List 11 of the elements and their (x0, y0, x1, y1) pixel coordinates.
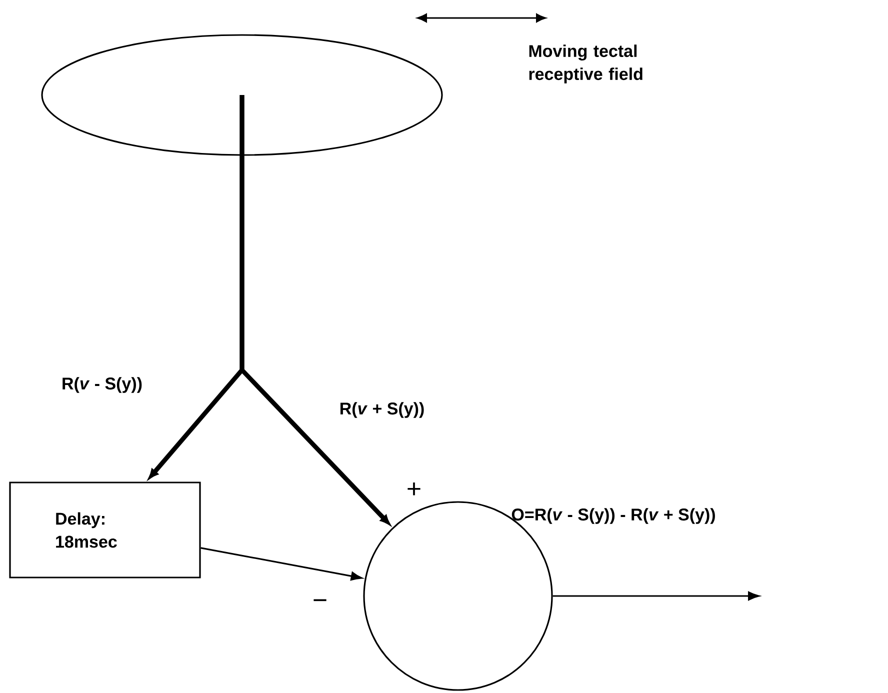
arrow (200, 547, 362, 581)
delay-box: Delay: 18msec (9, 482, 201, 578)
edge-label: R(v + S(y)) (337, 400, 427, 420)
minus-sign: − (314, 599, 326, 602)
output-formula: O=R(v - S(y)) - R(v + S(y)) (512, 508, 715, 524)
receptive-field-ellipse (41, 34, 443, 156)
edge-label: R(v - S(y)) (59, 375, 145, 395)
summation-circle (363, 501, 553, 691)
arrow (240, 95, 390, 524)
caption-text: Moving tectal receptive field (529, 44, 642, 84)
arrow (552, 592, 760, 600)
